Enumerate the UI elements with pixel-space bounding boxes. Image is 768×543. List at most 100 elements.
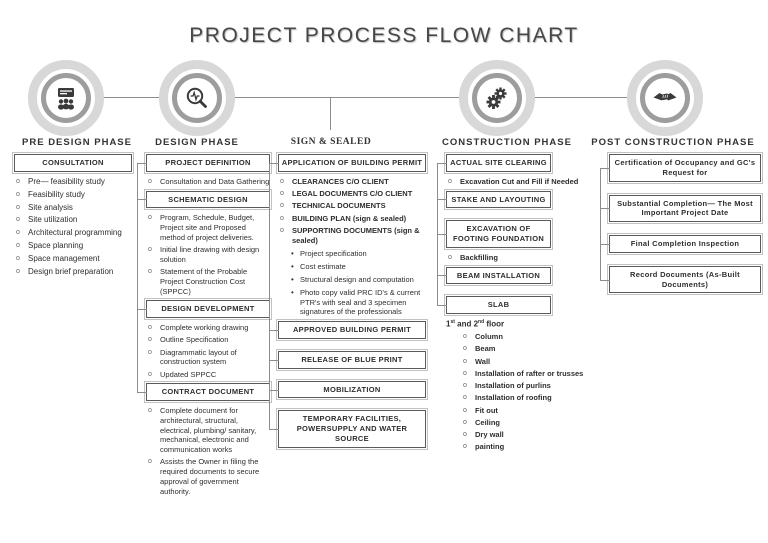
list-item: •Photo copy valid PRC ID's & current PTR…: [291, 288, 426, 317]
process-box: BEAM INSTALLATION: [437, 264, 553, 287]
bullet-marker: o: [16, 267, 20, 275]
bullet-marker: o: [16, 190, 20, 198]
list-item: o Space management: [14, 254, 132, 264]
list-item-text: Complete document for architectural, str…: [160, 406, 257, 454]
bullet-marker: o: [463, 345, 467, 353]
bullet-marker: o: [148, 268, 152, 275]
column-design: PROJECT DEFINITION o Consultation and Data…: [137, 150, 272, 500]
list-item-text: LEGAL DOCUMENTS C/O CLIENT: [292, 189, 413, 198]
bullet-marker: o: [463, 357, 467, 365]
process-box: ACTUAL SITE CLEARING: [437, 152, 553, 174]
process-box: APPLICATION OF BUILDING PERMIT: [269, 152, 428, 174]
meeting-presentation-icon: [41, 73, 91, 123]
bullet-marker: o: [280, 214, 284, 222]
list-item-text: Updated SPPCC: [160, 369, 217, 379]
bullet-marker: o: [148, 458, 152, 466]
bullet-list: o Complete document for architectural, st…: [146, 406, 270, 496]
bullet-marker: o: [463, 443, 467, 451]
list-item-text: Project specification: [300, 249, 367, 259]
list-item: o TECHNICAL DOCUMENTS: [278, 201, 426, 211]
process-box: CONSULTATION: [12, 152, 134, 174]
bullet-marker: o: [148, 336, 152, 344]
bullet-marker: o: [16, 255, 20, 263]
construction-phase-badge: [459, 60, 535, 136]
magnifier-pulse-icon: [172, 73, 222, 123]
list-item-text: Space management: [28, 254, 100, 264]
phase-label-sign-sealed: SIGN & SEALED: [290, 137, 372, 147]
list-item-text: Excavation Cut and Fill if Needed: [460, 176, 579, 186]
sub-bullet-marker: •: [291, 249, 294, 259]
sub-bullet-marker: •: [291, 275, 294, 285]
process-box: Record Documents (As-Built Documents): [600, 263, 763, 296]
sub-bullet-marker: •: [291, 287, 294, 297]
bullet-marker: o: [463, 431, 467, 439]
process-box: STAKE AND LAYOUTING: [437, 188, 553, 211]
list-item: o Diagrammatic layout of construction sys…: [146, 348, 270, 368]
pre-design-phase-badge: [28, 60, 104, 136]
phase-label-construction: CONSTRUCTION PHASE: [442, 137, 572, 148]
bullet-marker: o: [148, 370, 152, 378]
process-box: RELEASE OF BLUE PRINT: [269, 348, 428, 371]
list-item-text: SUPPORTING DOCUMENTS (sign & sealed): [292, 225, 420, 245]
process-box: Final Completion Inspection: [600, 233, 763, 255]
bullet-marker: o: [463, 394, 467, 402]
list-item-text: Statement of the Probable Project Constr…: [160, 267, 248, 296]
process-box: EXCAVATION OF FOOTING FOUNDATION: [437, 218, 553, 250]
page-title: PROJECT PROCESS FLOW CHART: [189, 24, 579, 47]
column-spine-connector: [137, 163, 138, 392]
column-spine-connector: [269, 163, 270, 429]
process-box: Substantial Completion— The Most Importa…: [600, 192, 763, 224]
bullet-marker: o: [16, 203, 20, 211]
phase-label-post-construction: POST CONSTRUCTION PHASE: [591, 137, 755, 148]
list-item-text: painting: [475, 442, 505, 452]
list-item: • Project specification: [291, 249, 426, 259]
bullet-marker: o: [280, 177, 284, 185]
bullet-list: • Project specification •Cost estimate •Str…: [278, 249, 426, 317]
list-item: o painting: [461, 442, 598, 452]
process-box: SCHEMATIC DESIGN: [137, 188, 272, 211]
timeline-connector: [66, 97, 666, 98]
list-item-text: Consultation and Data Gathering: [160, 176, 270, 186]
list-item: •Structural design and computation: [291, 275, 426, 285]
list-item-text: TECHNICAL DOCUMENTS: [292, 201, 386, 211]
process-box: PROJECT DEFINITION: [137, 152, 272, 174]
list-item-text: Diagrammatic layout of construction syst…: [160, 347, 237, 367]
bullet-marker: o: [148, 348, 152, 356]
list-item-text: Initial line drawing with design solutio…: [160, 245, 260, 264]
gears-icon: [472, 73, 522, 123]
bullet-marker: o: [148, 324, 152, 331]
list-item-text: Dry wall: [475, 430, 504, 440]
list-item: o Design brief preparation: [14, 267, 132, 277]
bullet-marker: o: [280, 202, 284, 210]
bullet-marker: o: [148, 214, 152, 222]
bullet-marker: o: [463, 406, 467, 414]
list-item: •Cost estimate: [291, 262, 426, 272]
process-box: Certification of Occupancy and GC's Requ…: [600, 152, 763, 184]
list-item-text: Design brief preparation: [28, 266, 114, 276]
bullet-marker: o: [448, 253, 452, 261]
bullet-marker: o: [463, 382, 467, 390]
list-item-text: Ceiling: [475, 417, 501, 427]
bullet-marker: o: [148, 407, 152, 414]
